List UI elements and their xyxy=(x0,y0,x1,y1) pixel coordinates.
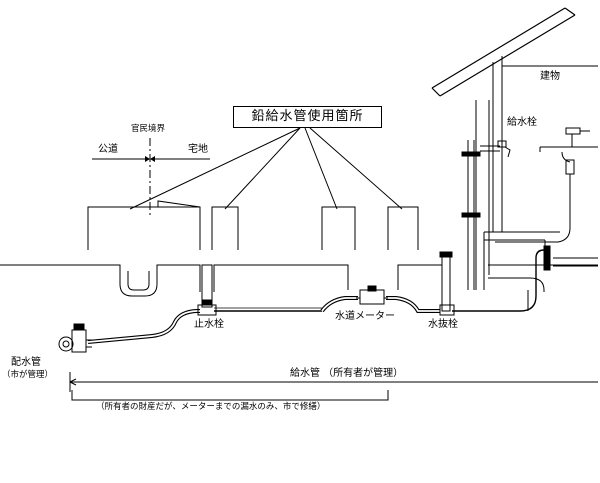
main-pipe-valve xyxy=(58,323,92,353)
building-inlet xyxy=(488,245,551,292)
label-stop-valve: 止水栓 xyxy=(194,319,224,330)
stop-valve-graphic xyxy=(197,264,217,316)
label-water-meter: 水道メーター xyxy=(335,311,395,322)
sink-counter xyxy=(495,127,598,243)
label-service-pipe: 給水管 （所有者が管理） xyxy=(290,368,404,379)
title-leaders xyxy=(129,127,403,210)
title-box: 鉛給水管使用箇所 xyxy=(233,106,382,128)
label-drain-valve: 水抜栓 xyxy=(428,319,458,330)
label-ownership-note: （所有者の財産だが、メーターまでの漏水のみ、市で修繕） xyxy=(96,402,326,412)
service-pipe xyxy=(87,280,537,344)
label-boundary: 官民境界 xyxy=(131,124,166,134)
building-wall xyxy=(475,56,598,290)
boundary-structures xyxy=(87,200,419,250)
ownership-bracket xyxy=(71,390,389,401)
label-faucet: 給水栓 xyxy=(507,117,537,128)
label-private-land: 宅地 xyxy=(188,144,208,155)
drain-valve-graphic xyxy=(439,251,455,316)
label-public-road: 公道 xyxy=(98,144,118,155)
label-main-pipe: 配水管 xyxy=(11,357,41,368)
building-roof xyxy=(431,7,576,97)
service-pipe-dimension xyxy=(69,372,598,392)
riser-pipes xyxy=(461,100,490,290)
wall-faucet xyxy=(480,140,511,158)
ground-line xyxy=(0,264,598,297)
label-main-pipe-note: （市が管理） xyxy=(2,370,54,380)
water-meter-graphic xyxy=(356,285,388,305)
label-building: 建物 xyxy=(540,71,560,82)
